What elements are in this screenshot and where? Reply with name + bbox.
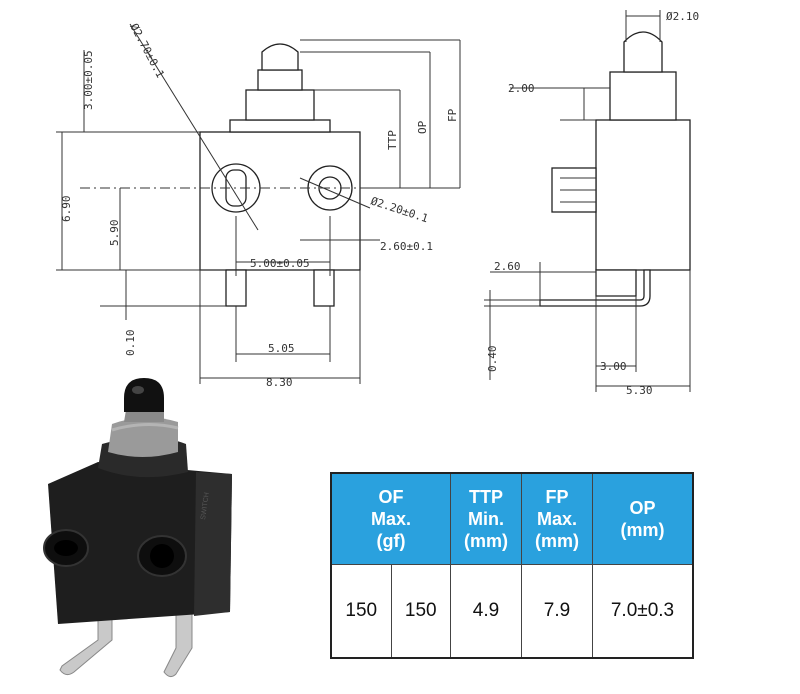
dim-pin-offset: 3.00±0.05 [82, 50, 95, 110]
dim-op: OP [416, 120, 429, 134]
dim-side-offset: 2.60 [494, 260, 521, 273]
dim-fp: FP [446, 108, 459, 122]
photo-terminal-right [163, 599, 193, 678]
dim-pin-len: 0.10 [124, 330, 137, 357]
value-ttp: 4.9 [450, 564, 522, 659]
header-ttp: TTP Min. (mm) [450, 472, 522, 565]
value-fp: 7.9 [521, 564, 593, 659]
dim-height-2: 5.90 [108, 220, 121, 247]
plunger-seal [257, 69, 303, 91]
photo-plunger-tip [124, 378, 164, 412]
dim-depth: 0.40 [486, 346, 499, 373]
dim-lead: 3.00 [600, 360, 627, 373]
photo-body [48, 462, 232, 624]
header-fp: FP Max. (mm) [521, 472, 593, 565]
dim-plunger-height: 2.00 [508, 82, 535, 95]
photo-body-label: SWITCH [200, 492, 211, 520]
plunger-tip [261, 43, 299, 71]
product-photo: SWITCH [43, 378, 232, 678]
dim-top-dia: Ø2.10 [666, 10, 699, 23]
spec-table: OF Max. (gf) TTP Min. (mm) FP Max. (mm) … [330, 472, 694, 659]
side-plunger-tip [623, 31, 663, 73]
front-view: Ø2.70±0.1 3.00±0.05 TTP OP FP 6.90 5.90 … [56, 21, 461, 389]
header-of: OF Max. (gf) [330, 472, 451, 565]
value-of-a: 150 [330, 564, 392, 659]
dim-width: 8.30 [266, 376, 293, 389]
terminal-right [313, 269, 335, 307]
value-of-b: 150 [390, 564, 451, 659]
dim-lever-dia: Ø2.70±0.1 [127, 21, 166, 80]
dim-hole-edge: 2.60±0.1 [380, 240, 433, 253]
plunger-base [229, 119, 331, 133]
side-view: Ø2.10 2.00 2.60 0.40 3.00 5.30 [484, 10, 699, 397]
dim-height: 6.90 [60, 196, 73, 223]
header-op: OP (mm) [592, 472, 694, 565]
dim-hole-spacing: 5.00±0.05 [250, 257, 310, 270]
spec-value-row: 150 150 4.9 7.9 7.0±0.3 [330, 564, 694, 659]
side-terminal-vertical [595, 269, 637, 297]
dim-total: 5.30 [626, 384, 653, 397]
dim-hole-dia: Ø2.20±0.1 [369, 194, 430, 225]
dim-ttp: TTP [386, 130, 399, 150]
value-op: 7.0±0.3 [592, 564, 694, 659]
spec-header-row: OF Max. (gf) TTP Min. (mm) FP Max. (mm) … [330, 472, 694, 565]
side-body-outline [595, 119, 691, 271]
plunger-collar [245, 89, 315, 121]
side-terminal-lead [539, 269, 651, 307]
dim-pin-pitch: 5.05 [268, 342, 295, 355]
side-plunger-body [609, 71, 677, 121]
